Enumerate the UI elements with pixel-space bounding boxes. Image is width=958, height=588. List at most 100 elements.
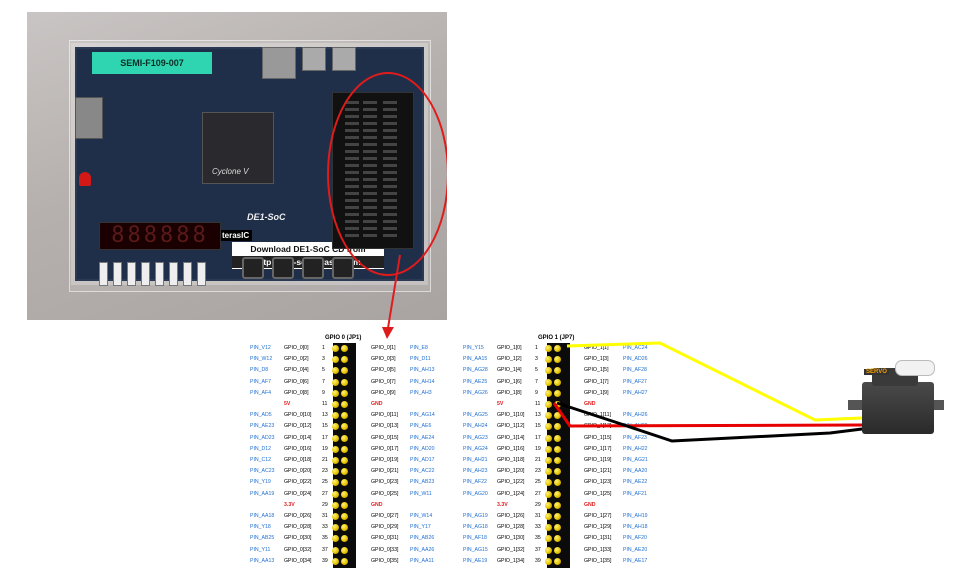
right-gpio-cell: GPIO_1[17] (584, 445, 612, 452)
arrow-head (382, 327, 394, 339)
header-pin (341, 524, 348, 532)
right-gpio-cell: GPIO_0[1] (371, 345, 396, 351)
header-pin (545, 378, 552, 386)
header-pin (332, 546, 339, 554)
left-pin-cell: PIN_AB25 (250, 535, 275, 542)
left-gpio-cell: GPIO_1[30] (497, 535, 525, 542)
left-num-cell: 1 (535, 345, 538, 351)
left-num-cell: 13 (322, 412, 328, 419)
left-pin-cell: PIN_V12 (250, 345, 271, 351)
left-gpio-cell: GPIO_0[4] (284, 367, 309, 374)
left-gpio-cell: GPIO_0[26] (284, 513, 312, 519)
right-gpio-cell: GND (371, 401, 383, 407)
header-pin (341, 345, 348, 352)
left-pin-cell: PIN_AF22 (463, 479, 487, 486)
left-gpio-cell: GPIO_0[28] (284, 524, 312, 531)
left-gpio-cell: GPIO_0[32] (284, 546, 312, 553)
left-gpio-cell: GPIO_1[0] (497, 345, 522, 351)
header-pin (554, 412, 561, 420)
right-gpio-cell: GPIO_1[5] (584, 367, 609, 374)
header-pin (332, 378, 339, 386)
right-pin-cell: PIN_AE17 (623, 557, 648, 564)
left-pin-cell: PIN_AA18 (250, 513, 275, 519)
header-pin (545, 412, 552, 420)
right-gpio-cell: GPIO_0[9] (371, 389, 396, 396)
left-num-cell: 17 (322, 434, 328, 441)
header-pin (341, 501, 348, 509)
right-gpio-cell: GPIO_1[21] (584, 468, 612, 475)
header-pin (341, 546, 348, 554)
right-pin-cell: PIN_AG14 (410, 412, 435, 419)
right-pin-cell: PIN_W11 (410, 490, 432, 497)
right-pin-cell: PIN_AG21 (623, 457, 648, 463)
header-pin (332, 524, 339, 532)
right-gpio-cell: GND (371, 501, 383, 508)
push-button (242, 257, 264, 279)
header-pin (341, 468, 348, 476)
header-pin (554, 367, 561, 375)
slide-switch (197, 262, 206, 286)
header-pin (341, 356, 348, 364)
left-gpio-cell: GPIO_1[10] (497, 412, 525, 419)
right-gpio-cell: GPIO_1[7] (584, 378, 609, 385)
left-pin-cell: PIN_AE23 (250, 423, 275, 430)
left-num-cell: 9 (535, 389, 538, 396)
fpga-label: Cyclone V (212, 167, 249, 176)
left-gpio-cell: GPIO_0[20] (284, 468, 312, 475)
left-gpio-cell: GPIO_0[24] (284, 490, 312, 497)
left-gpio-cell: GPIO_1[20] (497, 468, 525, 475)
right-pin-cell: PIN_AC22 (410, 468, 435, 475)
left-num-cell: 37 (535, 546, 541, 553)
right-pin-cell: PIN_AE20 (623, 546, 648, 553)
header-pin (332, 367, 339, 375)
right-pin-cell: PIN_AD17 (410, 457, 435, 463)
left-gpio-cell: GPIO_1[32] (497, 546, 525, 553)
header-pin (545, 546, 552, 554)
header-pin (545, 389, 552, 397)
header-pin (545, 513, 552, 520)
left-num-cell: 27 (322, 490, 328, 497)
left-num-cell: 25 (535, 479, 541, 486)
header-pin (545, 345, 552, 352)
left-num-cell: 27 (535, 490, 541, 497)
left-gpio-cell: GPIO_1[6] (497, 378, 522, 385)
header-pin (332, 535, 339, 543)
right-pin-cell: PIN_AB23 (410, 479, 435, 486)
header-pin (332, 345, 339, 352)
header-pin (332, 457, 339, 464)
slide-switch (183, 262, 192, 286)
push-button (272, 257, 294, 279)
left-gpio-cell: GPIO_1[28] (497, 524, 525, 531)
header-pin (332, 513, 339, 520)
header-pin (545, 434, 552, 442)
right-pin-cell: PIN_AH3 (410, 389, 432, 396)
left-num-cell: 19 (322, 445, 328, 452)
header-pin (545, 490, 552, 498)
left-pin-cell: PIN_W12 (250, 356, 273, 363)
left-num-cell: 5 (535, 367, 538, 374)
right-gpio-cell: GPIO_0[13] (371, 423, 399, 430)
left-pin-cell: PIN_AE19 (463, 557, 488, 564)
right-pin-cell: PIN_AE6 (410, 423, 432, 430)
right-pin-cell: PIN_AA11 (410, 557, 434, 564)
header-pin (341, 389, 348, 397)
right-pin-cell: PIN_AA20 (623, 468, 648, 475)
left-pin-cell: PIN_AA19 (250, 490, 275, 497)
right-pin-cell: PIN_AH14 (410, 378, 435, 385)
header-pin (341, 423, 348, 431)
right-gpio-cell: GPIO_0[29] (371, 524, 399, 531)
left-pin-cell: PIN_AF7 (250, 378, 272, 385)
push-button (332, 257, 354, 279)
header-pin (554, 434, 561, 442)
signal-wire (566, 341, 863, 422)
right-gpio-cell: GPIO_1[35] (584, 557, 612, 564)
header-pin (554, 378, 561, 386)
right-gpio-cell: GPIO_1[33] (584, 546, 612, 553)
right-gpio-cell: GPIO_0[3] (371, 356, 396, 363)
header-pin (545, 445, 552, 453)
right-pin-cell: PIN_AF21 (623, 490, 647, 497)
right-gpio-cell: GPIO_0[27] (371, 513, 399, 519)
left-gpio-cell: 3.3V (497, 501, 508, 508)
left-pin-cell: PIN_AG18 (463, 524, 488, 531)
